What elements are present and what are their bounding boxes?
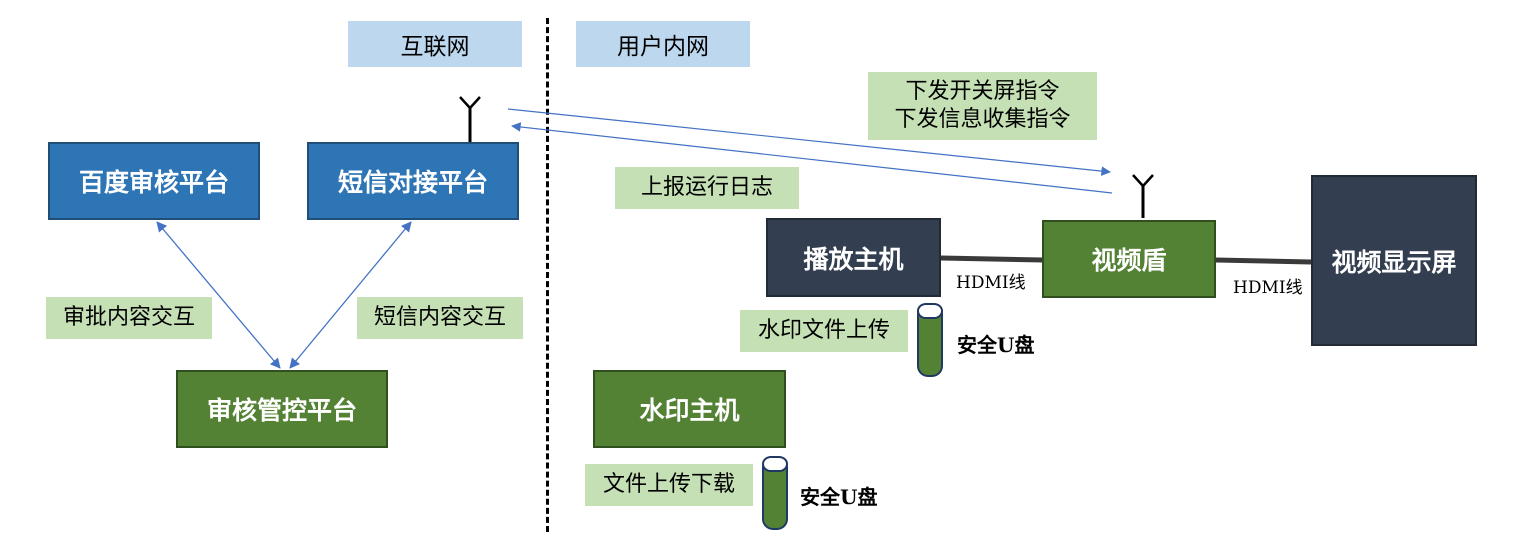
antenna-icon-shield xyxy=(1132,174,1154,218)
zone-label-internet: 互联网 xyxy=(348,21,522,67)
usb-drive-icon-1 xyxy=(917,303,943,377)
sms-platform: 短信对接平台 xyxy=(307,142,519,220)
report-arrow xyxy=(511,122,1113,194)
hdmi-label-left: HDMI线 xyxy=(956,273,1026,293)
approval-connector xyxy=(156,221,281,369)
hdmi-cable-left xyxy=(940,255,1044,263)
watermark-host: 水印主机 xyxy=(593,370,786,448)
note-report-log: 上报运行日志 xyxy=(615,167,799,209)
note-command-line1: 下发开关屏指令 xyxy=(905,79,1060,104)
note-watermark-upload: 水印文件上传 xyxy=(740,310,908,352)
hdmi-label-right: HDMI线 xyxy=(1233,278,1303,298)
note-approval-interaction: 审批内容交互 xyxy=(46,297,212,339)
zone-label-intranet: 用户内网 xyxy=(576,21,750,67)
note-sms-interaction: 短信内容交互 xyxy=(357,297,523,339)
usb-label-2: 安全U盘 xyxy=(800,485,878,509)
antenna-icon-internet xyxy=(459,96,481,142)
hdmi-cable-right xyxy=(1215,257,1312,265)
sms-connector xyxy=(289,221,412,369)
network-divider xyxy=(546,18,549,532)
note-commands: 下发开关屏指令 下发信息收集指令 xyxy=(868,72,1097,140)
baidu-review-platform: 百度审核平台 xyxy=(48,142,260,220)
note-command-line2: 下发信息收集指令 xyxy=(894,107,1071,132)
usb-label-1: 安全U盘 xyxy=(957,333,1035,357)
command-arrow xyxy=(507,108,1111,176)
video-shield: 视频盾 xyxy=(1042,220,1216,298)
video-display: 视频显示屏 xyxy=(1311,175,1477,346)
review-control-platform: 审核管控平台 xyxy=(176,370,388,448)
note-file-transfer: 文件上传下载 xyxy=(585,464,753,506)
usb-drive-icon-2 xyxy=(762,456,788,530)
player-host: 播放主机 xyxy=(766,218,941,297)
